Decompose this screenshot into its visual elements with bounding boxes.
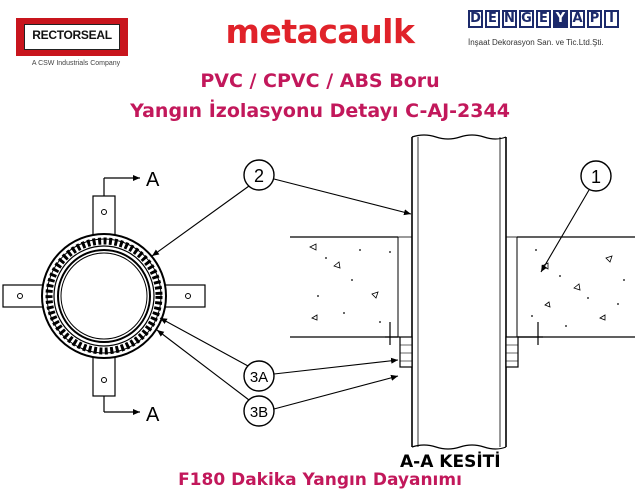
callout-3a-leader-plan — [159, 317, 249, 367]
dengeyapi-letter: G — [519, 10, 534, 28]
rectorseal-tagline: A CSW Industrials Company — [31, 60, 121, 67]
mounting-tab-right — [162, 284, 206, 308]
mounting-tab-left — [2, 284, 46, 308]
callout-1-leader — [540, 189, 590, 273]
dengeyapi-letter: I — [604, 10, 619, 28]
concrete-specks — [317, 249, 625, 327]
dengeyapi-letter: D — [468, 10, 483, 28]
fire-rating-text: F180 Dakika Yangın Dayanımı — [178, 470, 462, 490]
concrete-aggregate — [309, 243, 613, 321]
title-line-1: PVC / CPVC / ABS Boru — [200, 70, 440, 92]
tab-hole-icon — [17, 293, 23, 299]
concrete-slab-right — [517, 237, 635, 337]
rectorseal-logo: RECTORSEAL A CSW Industrials Company — [10, 8, 140, 76]
callout-2-label: 2 — [254, 166, 264, 186]
dengeyapi-letters: D E N G E Y A P I — [468, 10, 619, 28]
callout-1-label: 1 — [591, 167, 601, 187]
dengeyapi-letter: E — [536, 10, 551, 28]
section-marker-top: A — [146, 169, 160, 191]
tab-hole-icon — [101, 209, 107, 215]
title-line-2: Yangın İzolasyonu Detayı C-AJ-2344 — [130, 100, 510, 122]
mounting-tab-top — [92, 195, 116, 237]
wrap-inner-edge — [53, 245, 155, 347]
rectorseal-name: RECTORSEAL — [32, 28, 112, 42]
callout-2-bubble — [243, 159, 275, 191]
tab-hole-icon — [185, 293, 191, 299]
pipe-inner-wall — [60, 252, 148, 340]
dengeyapi-letter: E — [485, 10, 500, 28]
callouts: 2 1 3A 3B — [151, 159, 612, 427]
metacaulk-logo: metacaulk — [225, 12, 415, 51]
callout-3b-label: 3B — [250, 404, 268, 421]
callout-3a-bubble — [243, 360, 275, 392]
callout-3b-bubble — [243, 395, 275, 427]
callout-3b-leader-plan — [156, 329, 250, 401]
collar-left — [399, 336, 413, 368]
dengeyapi-letter: A — [570, 10, 585, 28]
mounting-tab-bottom — [92, 355, 116, 397]
collar-right — [505, 336, 519, 368]
section-view — [290, 134, 635, 450]
section-marker-bottom: A — [146, 404, 160, 426]
section-label: A-A KESİTİ — [400, 452, 501, 472]
callout-2-leader-section — [273, 178, 412, 216]
plan-view: A A — [2, 169, 206, 426]
pipe — [412, 137, 506, 447]
pipe-outer-wall — [57, 249, 151, 343]
tab-hole-icon — [101, 377, 107, 383]
dengeyapi-subtitle: İnşaat Dekorasyon San. ve Tic.Ltd.Şti. — [468, 38, 604, 47]
concrete-slab-left — [290, 237, 398, 337]
pipe-break-top — [411, 134, 507, 140]
callout-2-leader-plan — [151, 185, 250, 257]
callout-1-bubble — [580, 160, 612, 192]
intumescent-wrap — [45, 237, 163, 355]
callout-3a-label: 3A — [250, 369, 268, 386]
dengeyapi-letter: Y — [553, 10, 568, 28]
rectorseal-logo-panel — [24, 24, 120, 50]
dengeyapi-letter: P — [587, 10, 602, 28]
dengeyapi-letter: N — [502, 10, 517, 28]
pipe-break-bottom — [411, 444, 507, 450]
callout-3a-leader-section — [273, 357, 399, 375]
callout-3b-leader-section — [273, 374, 399, 410]
dengeyapi-logo: D E N G E Y A P I İnşaat Dekorasyon San.… — [468, 10, 634, 58]
